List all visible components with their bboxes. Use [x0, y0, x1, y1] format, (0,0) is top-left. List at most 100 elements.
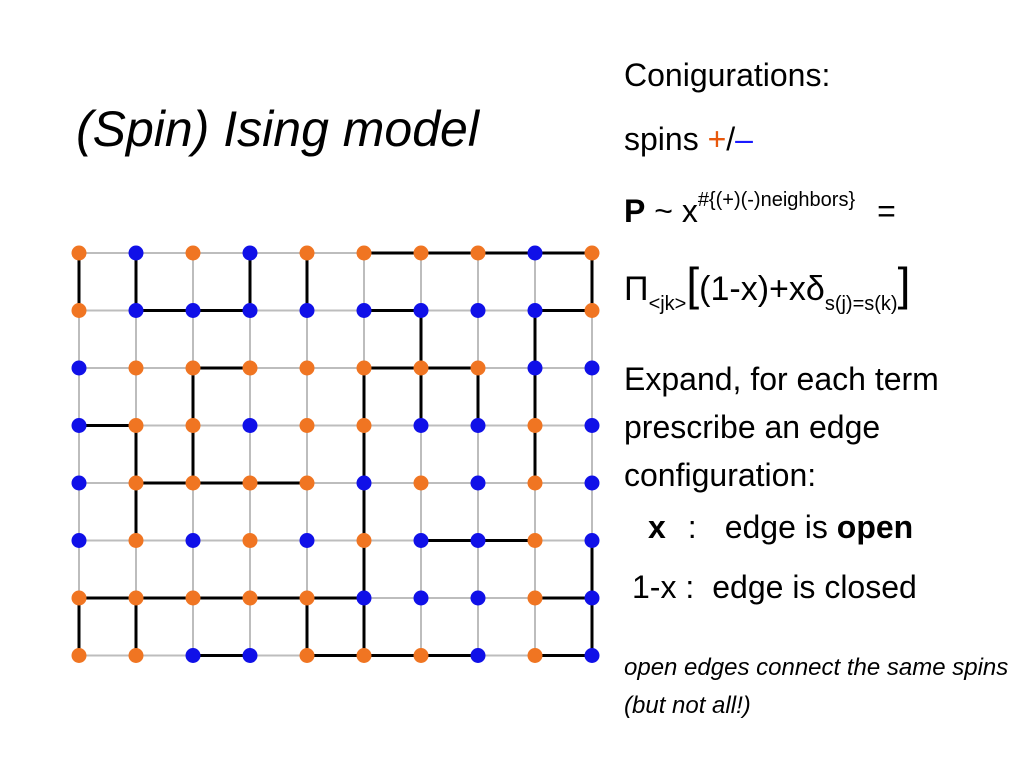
closed-edge-rule: 1-x : edge is closed [632, 567, 917, 609]
product-symbol: Π [624, 270, 649, 308]
spin-minus-node [584, 648, 600, 663]
p-equals: = [877, 193, 896, 229]
spins-line: spins +/– [624, 119, 753, 161]
product-formula: Π<jk>[(1-x)+xδs(j)=s(k)] [624, 255, 910, 317]
spin-minus-node [470, 303, 486, 318]
spin-minus-node [527, 360, 543, 376]
spin-plus-node [185, 245, 201, 261]
slide-title: (Spin) Ising model [76, 101, 479, 157]
spin-plus-node [470, 360, 486, 376]
spin-plus-node [356, 418, 372, 433]
product-subscript: <jk> [648, 293, 687, 315]
spin-minus-node [242, 303, 258, 318]
spin-plus-node [527, 475, 543, 491]
spin-plus-node [242, 590, 258, 606]
spin-plus-node [242, 533, 258, 548]
spin-plus-node [128, 590, 144, 606]
spin-plus-node [299, 360, 315, 376]
spin-minus-node [470, 475, 486, 491]
spin-minus-node [71, 533, 87, 548]
spin-minus-node [470, 590, 486, 606]
p-symbol: P [624, 193, 646, 229]
spin-plus-node [584, 303, 600, 318]
product-open-bracket: [ [686, 258, 700, 310]
spin-minus-node [71, 475, 87, 491]
p-exponent: #{(+)(-)neighbors} [697, 189, 856, 211]
spin-minus-node [584, 418, 600, 433]
spin-minus-node [185, 648, 201, 663]
spin-minus-symbol: – [735, 121, 753, 157]
spin-plus-symbol: + [707, 121, 727, 157]
open-edge-rule: x: edge is open [648, 507, 913, 549]
spin-minus-node [470, 533, 486, 548]
spin-minus-node [413, 590, 429, 606]
spin-plus-node [527, 418, 543, 433]
spin-plus-node [413, 475, 429, 491]
spin-plus-node [185, 360, 201, 376]
spin-plus-node [356, 533, 372, 548]
spin-plus-node [299, 648, 315, 663]
spin-minus-node [242, 245, 258, 261]
spin-plus-node [185, 418, 201, 433]
spin-minus-node [299, 303, 315, 318]
spin-plus-node [299, 418, 315, 433]
spin-plus-node [242, 475, 258, 491]
spin-minus-node [242, 418, 258, 433]
spin-plus-node [527, 533, 543, 548]
spin-plus-node [356, 360, 372, 376]
spin-plus-node [527, 648, 543, 663]
spin-plus-node [470, 245, 486, 261]
configurations-heading: Conigurations: [624, 57, 831, 93]
x-colon: : [687, 509, 697, 545]
spin-minus-node [356, 475, 372, 491]
spin-minus-node [185, 303, 201, 318]
spin-plus-node [356, 245, 372, 261]
spin-slash: / [726, 121, 736, 157]
spin-plus-node [413, 648, 429, 663]
onex-desc: edge is closed [712, 569, 917, 605]
spin-minus-node [413, 533, 429, 548]
spin-minus-node [128, 245, 144, 261]
spin-plus-node [71, 590, 87, 606]
delta-subscript: s(j)=s(k) [824, 293, 898, 315]
spin-plus-node [128, 418, 144, 433]
p-tilde-x: ~ x [645, 193, 698, 229]
spin-minus-node [185, 533, 201, 548]
open-edges-note: open edges connect the same spins (but n… [624, 654, 1009, 719]
spin-plus-node [356, 648, 372, 663]
spin-plus-node [71, 303, 87, 318]
spin-plus-node [128, 648, 144, 663]
spin-plus-node [128, 533, 144, 548]
spin-minus-node [470, 418, 486, 433]
expand-text: Expand, for each term prescribe an edge … [624, 361, 939, 493]
spin-plus-node [242, 360, 258, 376]
spin-plus-node [71, 648, 87, 663]
spin-minus-node [413, 418, 429, 433]
spin-minus-node [242, 648, 258, 663]
spin-plus-node [185, 590, 201, 606]
spin-plus-node [413, 245, 429, 261]
spin-plus-node [128, 475, 144, 491]
spin-minus-node [584, 475, 600, 491]
spin-minus-node [299, 533, 315, 548]
spin-plus-node [185, 475, 201, 491]
spin-minus-node [71, 360, 87, 376]
product-expression: (1-x)+xδ [699, 270, 825, 308]
spin-plus-node [299, 245, 315, 261]
spin-minus-node [527, 303, 543, 318]
spin-plus-node [527, 590, 543, 606]
spin-minus-node [128, 303, 144, 318]
spin-minus-node [584, 590, 600, 606]
spin-plus-node [71, 245, 87, 261]
spin-minus-node [584, 360, 600, 376]
x-label: x [648, 509, 666, 545]
spin-minus-node [584, 533, 600, 548]
spin-minus-node [527, 245, 543, 261]
spin-minus-node [71, 418, 87, 433]
x-desc-open: open [836, 509, 914, 545]
probability-formula: P ~ x#{(+)(-)neighbors} = [624, 187, 896, 233]
onex-label: 1-x : [632, 569, 695, 605]
spin-minus-node [356, 303, 372, 318]
x-desc: edge is [724, 509, 837, 545]
spin-plus-node [584, 245, 600, 261]
